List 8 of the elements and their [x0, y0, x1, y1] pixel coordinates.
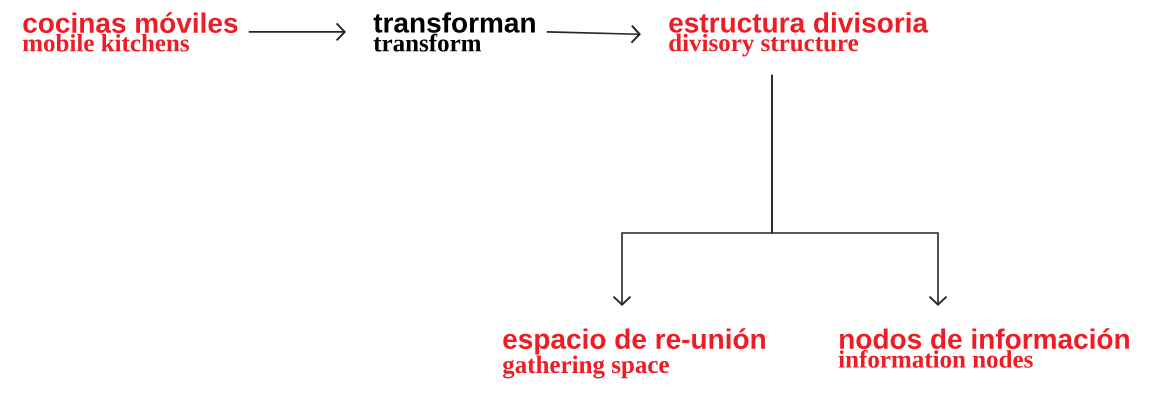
text-label: estructura divisoria divisory structure [669, 12, 929, 57]
arrow [546, 24, 641, 44]
arrow [247, 22, 346, 42]
text-label: nodos de información information nodes [838, 328, 1129, 368]
text-label: cocinas móviles mobile kitchens [22, 12, 238, 52]
arrow [771, 73, 948, 306]
text-label: espacio de re-unión gathering space [502, 328, 765, 379]
text-label: transforman transform [373, 12, 535, 52]
